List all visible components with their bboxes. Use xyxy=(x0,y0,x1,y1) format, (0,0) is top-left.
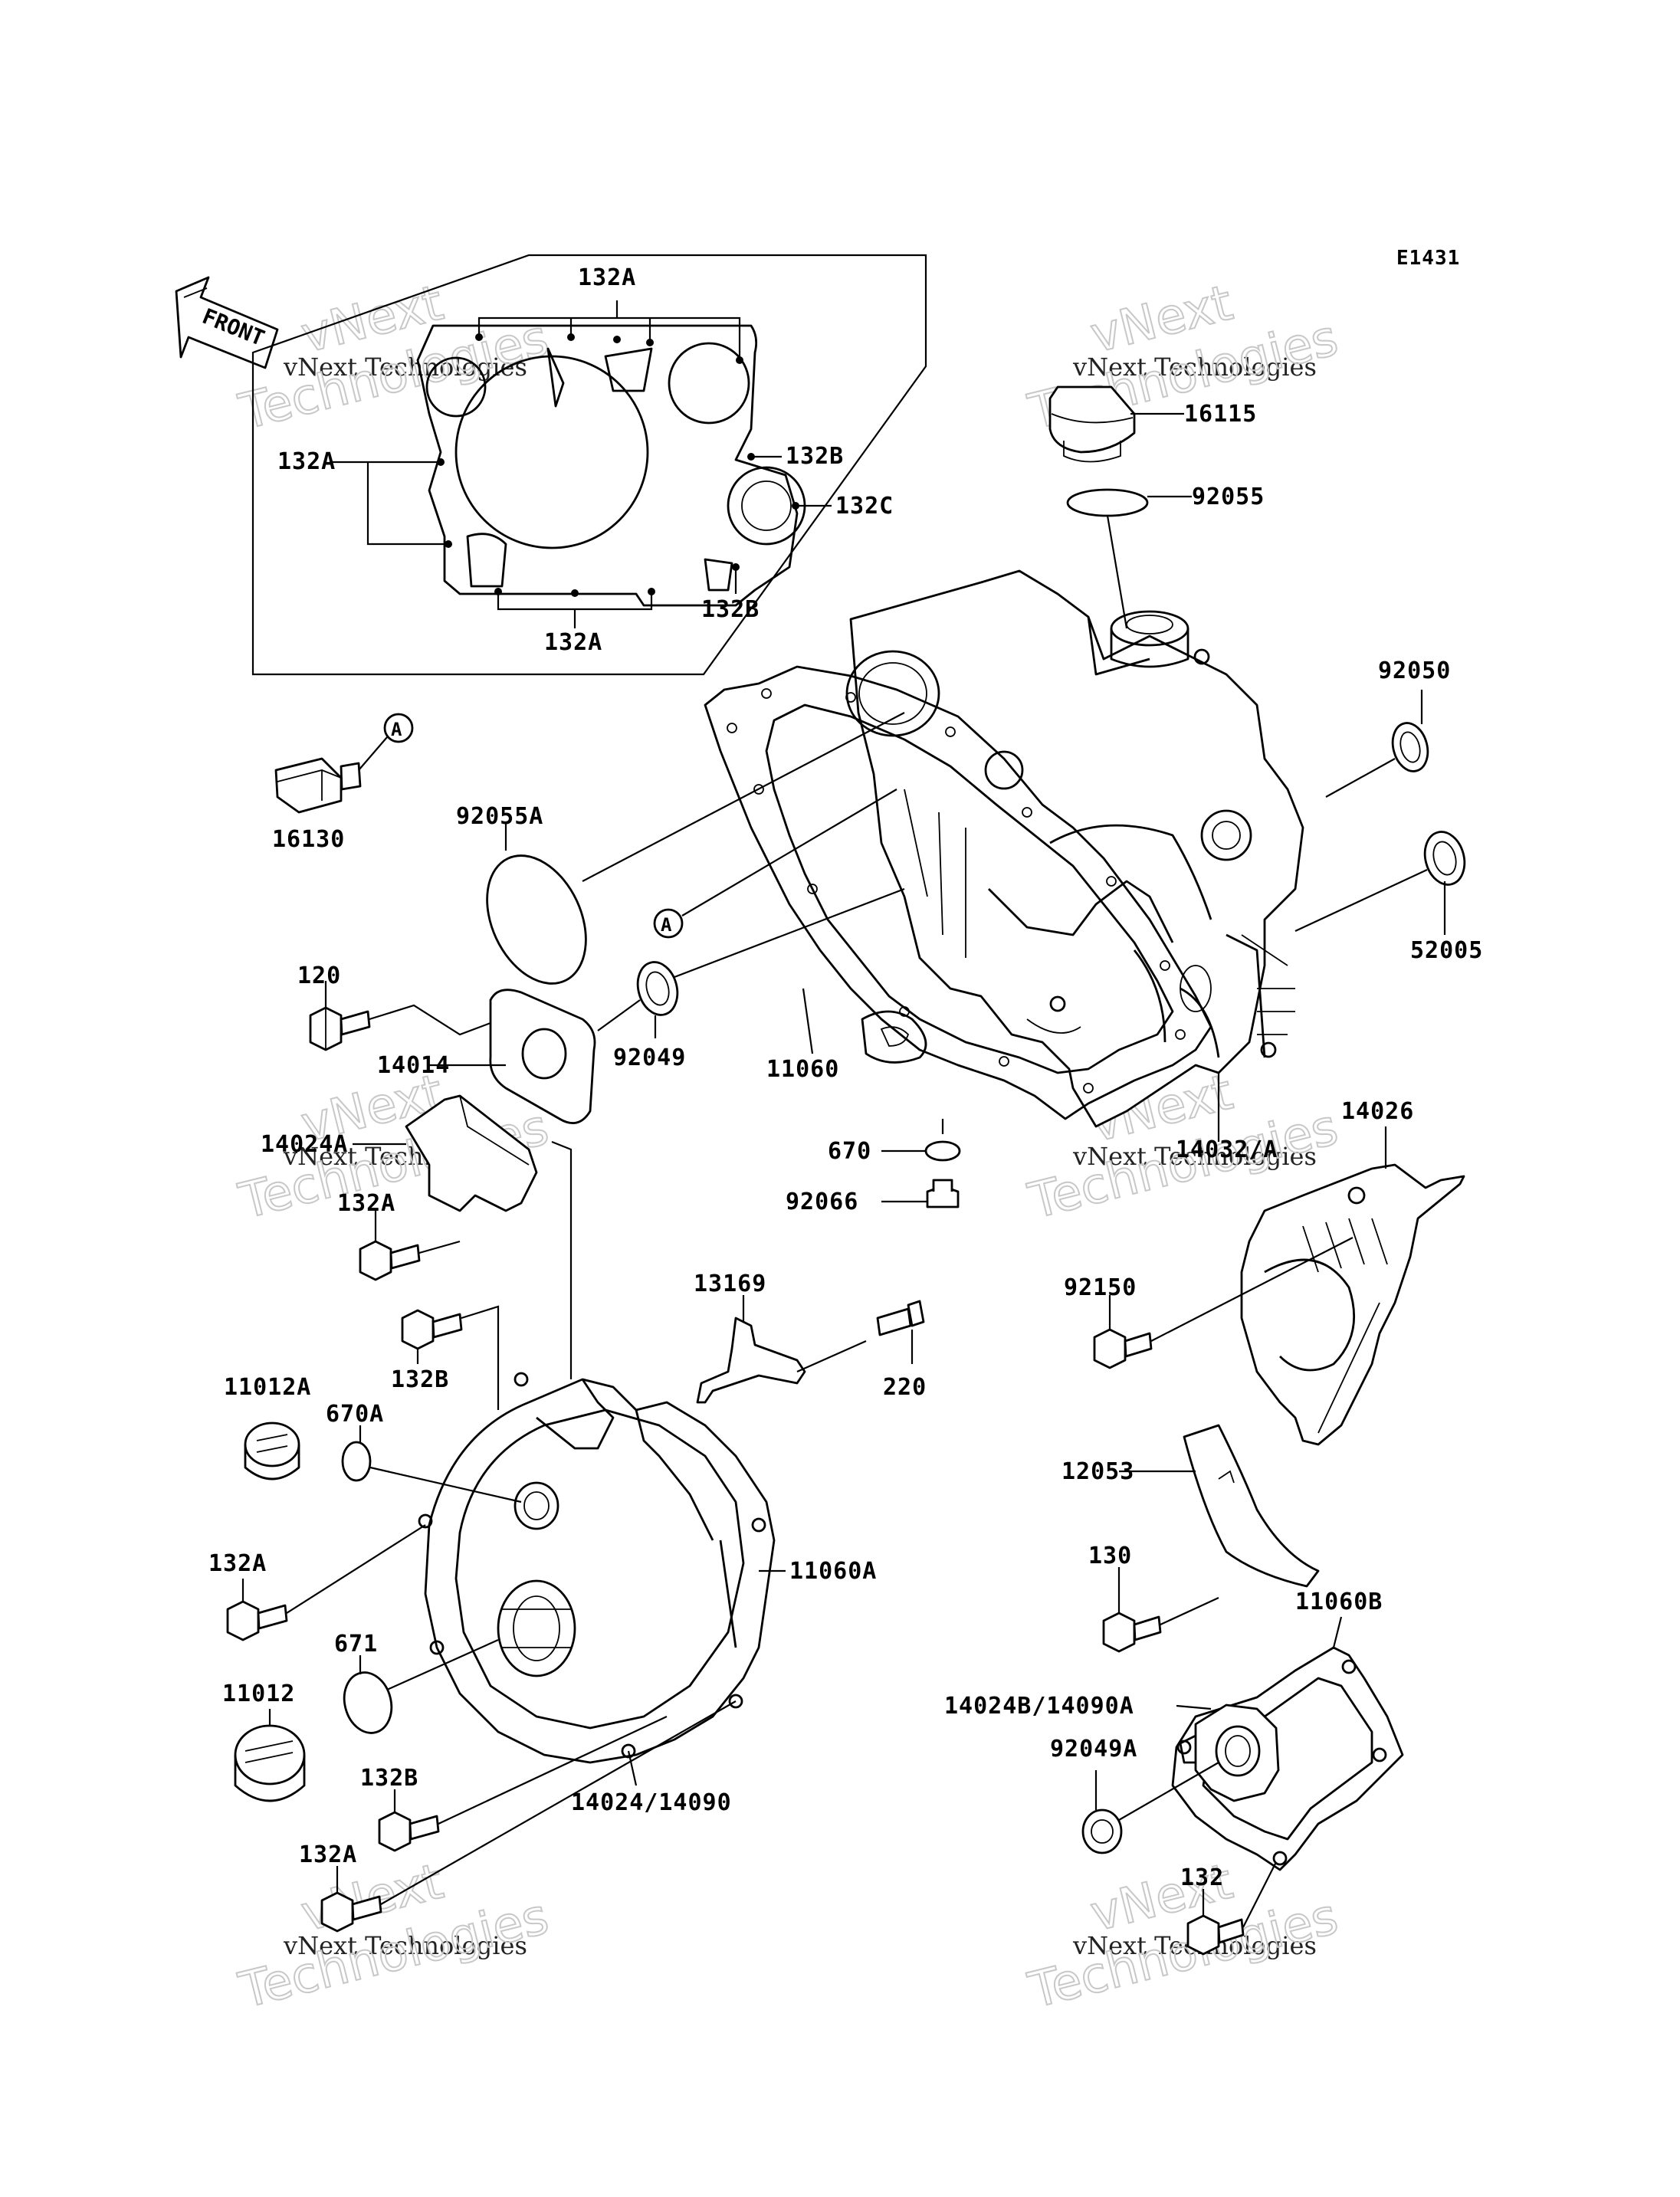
label-52005: 52005 xyxy=(1410,937,1483,964)
label-132C: 132C xyxy=(835,493,894,520)
label-92049: 92049 xyxy=(613,1044,686,1071)
plug-11012 xyxy=(234,1709,306,1802)
label-132B-low: 132B xyxy=(360,1765,418,1792)
bolt-220 xyxy=(876,1300,925,1364)
seal-52005 xyxy=(1294,831,1466,935)
bolt-120 xyxy=(309,981,491,1051)
bolt-132A-cover xyxy=(226,1524,426,1641)
gasket-11060-holes xyxy=(727,688,1186,1094)
label-120: 120 xyxy=(297,962,341,989)
label-92055A: 92055A xyxy=(456,803,543,830)
generator-cover-11060A xyxy=(418,1372,786,1764)
plate-14014 xyxy=(429,989,596,1125)
label-92150: 92150 xyxy=(1064,1274,1137,1301)
callout-a-middle-group: A xyxy=(653,789,897,939)
label-14024B: 14024B/14090A xyxy=(944,1693,1134,1720)
o-ring-671 xyxy=(343,1638,499,1734)
o-ring-670 xyxy=(881,1119,961,1162)
svg-text:vNext Technologies: vNext Technologies xyxy=(1072,353,1317,382)
label-671: 671 xyxy=(334,1631,378,1658)
label-14026: 14026 xyxy=(1341,1098,1414,1125)
label-92055: 92055 xyxy=(1192,484,1265,510)
callout-a-top: A xyxy=(391,719,402,740)
label-132: 132 xyxy=(1180,1864,1224,1891)
label-132A-low: 132A xyxy=(299,1841,357,1868)
label-132A-cover: 132A xyxy=(208,1550,267,1577)
bolt-132A-mid xyxy=(359,1211,461,1281)
o-ring-92055A xyxy=(486,712,905,985)
label-14014: 14014 xyxy=(377,1052,450,1079)
seal-92050 xyxy=(1325,690,1429,798)
front-arrow-icon: FRONT xyxy=(175,276,279,369)
bracket-14024A xyxy=(353,1094,573,1379)
svg-text:vNext Technologies: vNext Technologies xyxy=(1072,1142,1317,1171)
label-14024A: 14024A xyxy=(261,1131,348,1158)
label-11012: 11012 xyxy=(222,1681,295,1707)
diagram-code: E1431 xyxy=(1396,247,1460,270)
guard-12053 xyxy=(1119,1424,1320,1588)
watermark-top-left: vNext vNext Technologies Technologies xyxy=(233,274,555,441)
svg-text:vNext Technologies: vNext Technologies xyxy=(283,353,527,382)
gasket-11060 xyxy=(704,665,1212,1120)
label-132B-mid: 132B xyxy=(391,1366,449,1393)
label-16130: 16130 xyxy=(272,826,345,853)
plug-11012A xyxy=(244,1421,300,1481)
bolt-132 xyxy=(1186,1861,1277,1956)
bolt-132B-low xyxy=(378,1716,668,1852)
sprocket-cover-14026 xyxy=(1240,1126,1465,1446)
label-92049A: 92049A xyxy=(1050,1736,1137,1763)
o-ring-92055 xyxy=(1066,488,1192,629)
oil-filler-cap-16115 xyxy=(1048,385,1184,463)
label-132B-lower: 132B xyxy=(701,596,760,623)
o-ring-670A xyxy=(341,1425,522,1503)
label-13169: 13169 xyxy=(694,1271,766,1297)
label-132A-mid: 132A xyxy=(337,1190,395,1217)
bolt-92150 xyxy=(1093,1237,1354,1369)
leader-14024 xyxy=(627,1750,638,1786)
label-11012A: 11012A xyxy=(224,1374,311,1401)
label-220: 220 xyxy=(883,1374,927,1401)
bolt-132B-mid xyxy=(401,1305,500,1410)
label-132A-top: 132A xyxy=(578,264,636,291)
label-132A-bottom: 132A xyxy=(544,629,602,656)
label-670: 670 xyxy=(828,1138,871,1165)
label-12053: 12053 xyxy=(1061,1458,1134,1485)
seal-92049 xyxy=(597,887,905,1038)
label-130: 130 xyxy=(1088,1543,1132,1569)
label-16115: 16115 xyxy=(1184,401,1257,428)
bracket-13169 xyxy=(696,1295,867,1404)
label-132B-right: 132B xyxy=(786,443,844,470)
gasket-bolt-inset xyxy=(251,254,927,676)
bolt-132A-low xyxy=(320,1700,737,1933)
svg-text:vNext Technologies: vNext Technologies xyxy=(283,1931,527,1960)
watermark-bottom-left: vNext vNext Technologies Technologies xyxy=(233,1852,555,2020)
bolt-130 xyxy=(1102,1567,1219,1653)
clutch-cover-14032A xyxy=(845,569,1304,1128)
label-14032A: 14032/A xyxy=(1176,1136,1278,1163)
drain-plug-92066 xyxy=(881,1179,960,1208)
label-92050: 92050 xyxy=(1378,657,1451,684)
label-132A-left: 132A xyxy=(277,448,336,475)
label-11060B: 11060B xyxy=(1295,1589,1383,1615)
callout-a-middle: A xyxy=(661,914,672,936)
label-670A: 670A xyxy=(326,1401,384,1428)
label-11060: 11060 xyxy=(766,1056,839,1083)
label-92066: 92066 xyxy=(786,1189,858,1215)
housing-14024B xyxy=(1176,1703,1280,1802)
label-14024: 14024/14090 xyxy=(571,1789,732,1816)
label-11060A: 11060A xyxy=(789,1558,877,1585)
fitting-16130: A xyxy=(274,713,414,814)
gasket-bolt-holes xyxy=(437,333,799,597)
seal-92049A xyxy=(1081,1762,1219,1854)
